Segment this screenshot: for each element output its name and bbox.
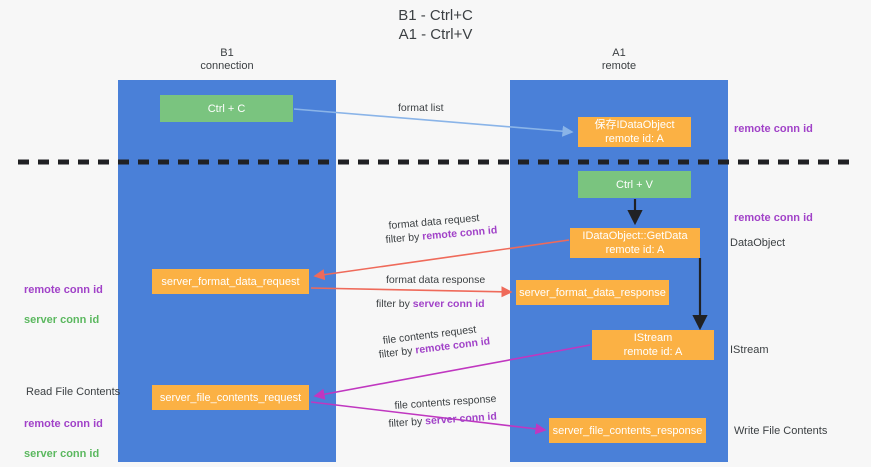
box-ctrl-v[interactable]: Ctrl + V: [578, 171, 691, 198]
annotation-server-conn-id-left-bottom: server conn id: [24, 448, 100, 460]
annotation-left-conn-ids-bottom: remote conn id server conn id: [24, 402, 103, 462]
filter-prefix: filter by: [376, 298, 413, 310]
annotation-server-conn-id-left-mid: server conn id: [24, 314, 100, 326]
edge-label-format-data-response-filter: filter by server conn id: [376, 297, 485, 311]
box-server-file-contents-response[interactable]: server_file_contents_response: [549, 418, 706, 443]
box-istream-remote[interactable]: IStream remote id: A: [592, 330, 714, 360]
box-server-file-contents-request[interactable]: server_file_contents_request: [152, 385, 309, 410]
edge-label-format-data-response: format data response: [386, 274, 486, 286]
annotation-istream: IStream: [730, 344, 769, 356]
filter-key-server-conn-id: server conn id: [412, 298, 485, 310]
annotation-remote-conn-id-mid: remote conn id: [734, 212, 813, 224]
annotation-read-file-contents: Read File Contents: [26, 386, 121, 398]
box-idataobject-getdata[interactable]: IDataObject::GetData remote id: A: [570, 228, 700, 258]
box-idataobject-remote[interactable]: 保存IDataObject remote id: A: [578, 117, 691, 147]
annotation-dataobject: DataObject: [730, 237, 786, 249]
annotation-left-conn-ids-mid: remote conn id server conn id: [24, 268, 103, 328]
filter-prefix: filter by: [378, 344, 417, 361]
box-server-format-data-response[interactable]: server_format_data_response: [516, 280, 669, 305]
box-server-format-data-request[interactable]: server_format_data_request: [152, 269, 309, 294]
lane-header-a1: A1 remote: [601, 47, 637, 72]
edge-label-format-list: format list: [398, 102, 444, 114]
edge-label-file-contents-response-filter: filter by server conn id: [388, 409, 497, 431]
annotation-remote-conn-id-top: remote conn id: [734, 123, 813, 135]
filter-prefix: filter by: [385, 230, 423, 246]
filter-key-server-conn-id: server conn id: [424, 410, 498, 428]
box-ctrl-c[interactable]: Ctrl + C: [160, 95, 293, 122]
edge-format-data-response: [310, 286, 513, 298]
annotation-write-file-contents: Write File Contents: [734, 425, 828, 437]
annotation-remote-conn-id-left-mid: remote conn id: [24, 284, 103, 296]
filter-prefix: filter by: [388, 415, 426, 430]
page-title: B1 - Ctrl+C A1 - Ctrl+V: [398, 7, 473, 43]
lane-header-b1: B1 connection: [200, 47, 254, 72]
annotation-remote-conn-id-left-bottom: remote conn id: [24, 418, 103, 430]
